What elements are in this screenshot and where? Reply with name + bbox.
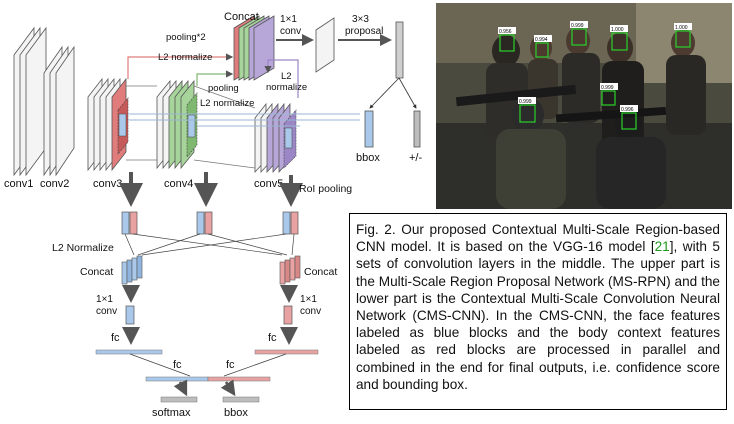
final-output-arrows <box>173 379 236 397</box>
lower-concat-right <box>279 255 301 285</box>
detection-score: 0.999 <box>571 23 584 29</box>
conv3-label: conv3 <box>93 178 122 190</box>
fc-mid-left-label: fc <box>173 359 182 371</box>
conv5-block <box>254 102 297 174</box>
feature-to-proposal-lines <box>128 113 360 127</box>
conv2-block <box>43 45 75 177</box>
l2-normalize-label-a: L2 normalize <box>158 52 212 63</box>
l2-normalize-label-b: L2 normalize <box>200 98 254 109</box>
lower-conv-right-label-b: conv <box>300 306 321 317</box>
upper-concat-block <box>233 15 275 81</box>
fc-final-blue <box>145 376 209 382</box>
roi-pooling-label: RoI pooling <box>299 183 352 195</box>
detection-score: 0.996 <box>621 107 634 113</box>
pooling2-label: pooling*2 <box>166 32 206 43</box>
upper-cls-block <box>413 110 421 148</box>
caption-text-end: ], with 5 sets of convolution layers in … <box>356 239 720 392</box>
fc-final-red <box>207 376 271 382</box>
final-bbox-label: bbox <box>224 407 248 419</box>
detection-boxes <box>499 28 691 130</box>
l2-label: L2 <box>281 71 292 82</box>
detection-score-tags <box>498 21 692 112</box>
detection-score: 0.999 <box>601 85 614 91</box>
pooled-features <box>121 211 299 235</box>
detection-score: 0.956 <box>499 29 512 35</box>
proposal-label-b: proposal <box>345 26 383 37</box>
detection-score: 0.994 <box>535 37 548 43</box>
l2-normalize-lower-label: L2 Normalize <box>52 242 114 254</box>
lower-conv-left-label-a: 1×1 <box>96 294 113 305</box>
backbone-connectors <box>126 85 256 169</box>
detection-score: 1.000 <box>611 27 624 33</box>
conv4-block <box>156 79 198 170</box>
conv1-label: conv1 <box>4 178 33 190</box>
lower-conv-right-block <box>283 305 293 325</box>
fc-mid-right-label: fc <box>226 359 235 371</box>
upper-conv-label-b: conv <box>280 26 301 37</box>
fc-converge-lines <box>129 353 287 377</box>
citation-link[interactable]: 21 <box>654 239 670 255</box>
detection-score: 0.999 <box>519 99 532 105</box>
fc-left-label: fc <box>111 332 120 344</box>
fc-left-bar <box>95 349 163 355</box>
conv1-block <box>13 26 47 177</box>
conv3-block <box>87 77 129 172</box>
lower-concat-left <box>121 255 143 285</box>
cross-connections <box>124 233 295 256</box>
lower-conv-left-block <box>125 305 135 325</box>
upper-cls-label: +/- <box>409 152 422 164</box>
lower-conv-right-label-a: 1×1 <box>300 294 317 305</box>
caption-text-start: Fig. 2. Our proposed Contextual Multi-Sc… <box>356 222 720 255</box>
conv5-label: conv5 <box>254 178 283 190</box>
upper-concat-label: Concat <box>224 11 259 23</box>
pooling-label: pooling <box>208 83 239 94</box>
upper-concat-arrows <box>127 53 299 98</box>
detection-score: 1.000 <box>675 25 688 31</box>
final-bbox-block <box>222 396 260 403</box>
detection-example-photo: 0.956 0.994 0.999 1.000 0.999 1.000 0.99… <box>436 3 732 209</box>
upper-conv-label-a: 1×1 <box>280 14 297 25</box>
softmax-block <box>160 396 198 403</box>
figure-caption: Fig. 2. Our proposed Contextual Multi-Sc… <box>349 213 727 410</box>
fc-arrows <box>122 327 298 345</box>
lower-conv-left-label-b: conv <box>96 306 117 317</box>
lower-conv-arrows <box>122 285 298 303</box>
conv4-label: conv4 <box>164 178 193 190</box>
upper-bbox-block <box>364 110 374 148</box>
softmax-label: softmax <box>152 407 191 419</box>
roi-pooling-arrows <box>119 172 303 207</box>
normalize-label: normalize <box>266 82 307 93</box>
lower-concat-left-label: Concat <box>80 266 113 278</box>
fc-right-label: fc <box>268 332 277 344</box>
lower-concat-right-label: Concat <box>304 266 337 278</box>
proposal-label-a: 3×3 <box>352 14 369 25</box>
fc-right-bar <box>254 349 319 355</box>
proposal-block <box>395 21 404 79</box>
upper-bbox-label: bbox <box>356 152 380 164</box>
figures <box>455 27 706 209</box>
conv2-label: conv2 <box>40 178 69 190</box>
upper-1x1-conv-block <box>315 17 335 73</box>
proposal-output-lines <box>369 77 417 109</box>
